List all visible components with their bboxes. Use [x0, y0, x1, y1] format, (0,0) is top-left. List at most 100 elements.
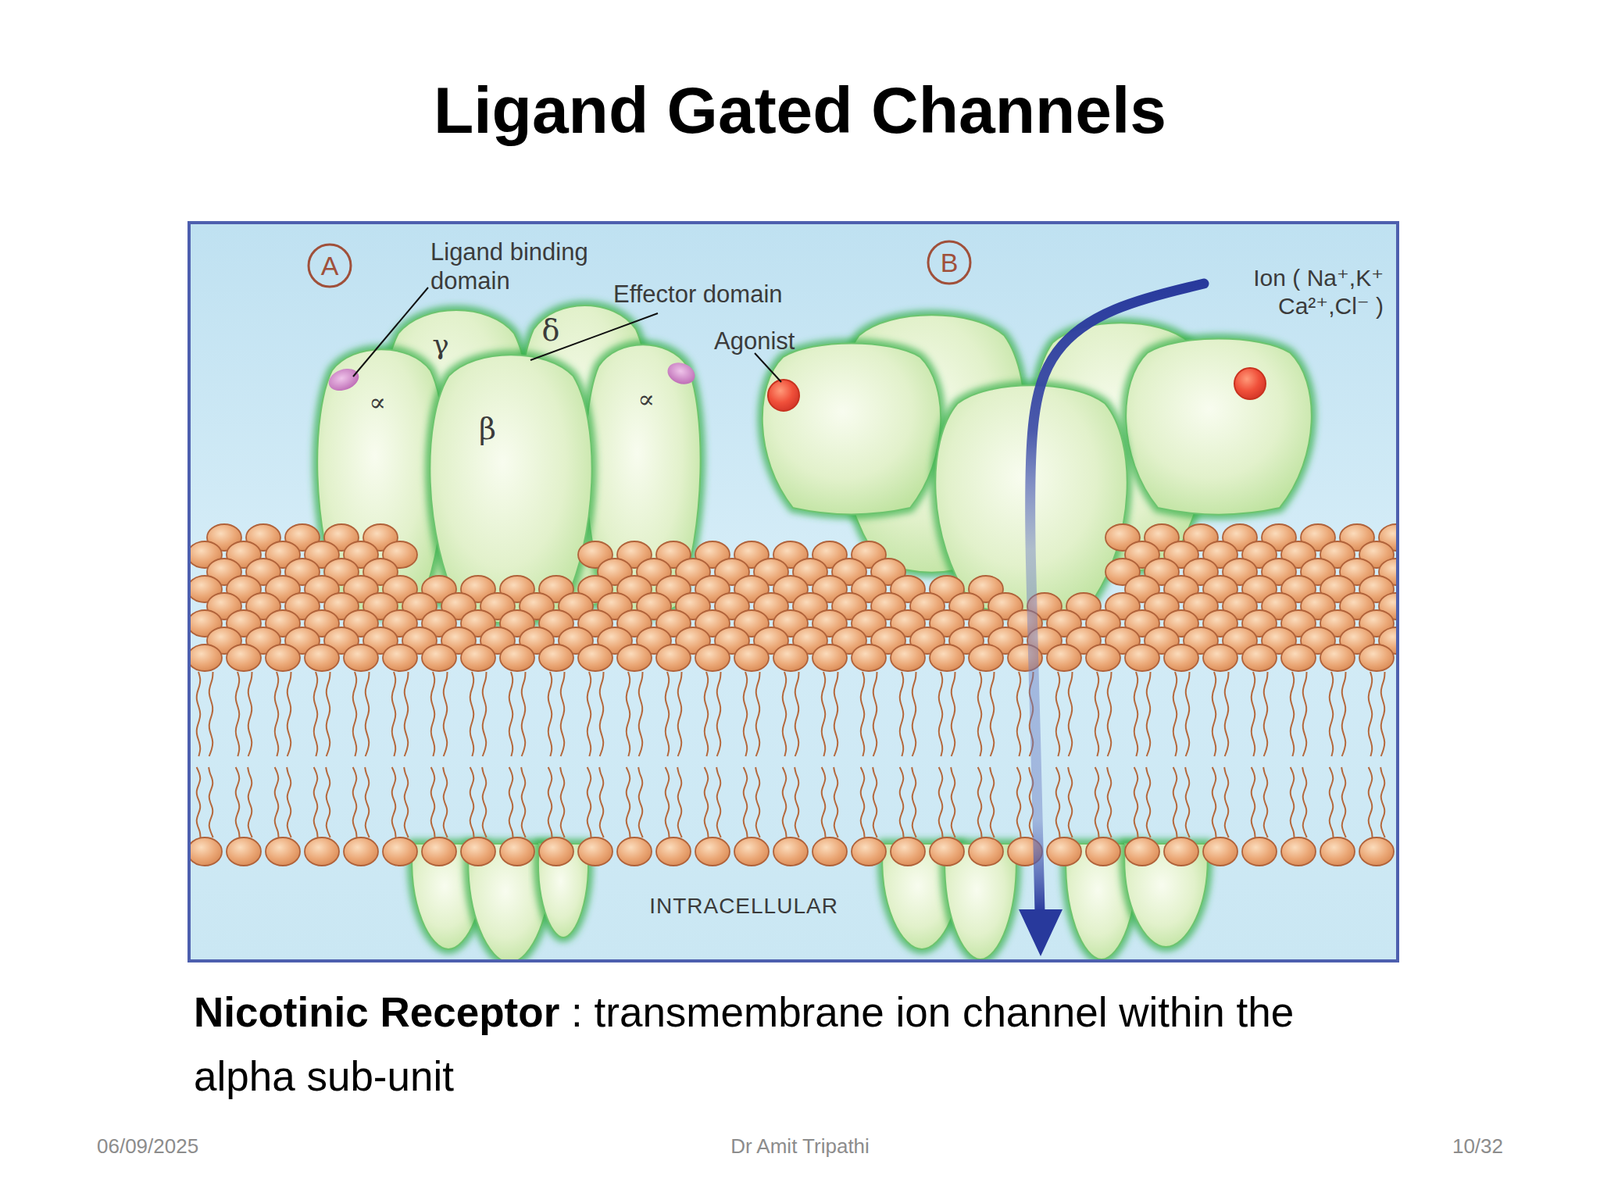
- phospholipid-head: [1164, 644, 1199, 672]
- background: [189, 222, 1398, 961]
- agonist-molecule: [1234, 367, 1266, 400]
- lipid-tail: [431, 671, 436, 757]
- phospholipid-head: [617, 837, 652, 866]
- phospholipid-head: [1242, 644, 1277, 672]
- lipid-tail: [509, 767, 514, 838]
- phospholipid-head: [1281, 837, 1316, 866]
- phospholipid-head: [1359, 644, 1394, 672]
- phospholipid-head: [382, 837, 418, 866]
- lipid-tail: [442, 767, 448, 838]
- part-label: Ligand binding domain: [430, 237, 634, 296]
- phospholipid-head: [226, 644, 261, 672]
- phospholipid-head: [500, 644, 535, 672]
- lipid-tail: [365, 671, 370, 757]
- lipid-tail: [431, 767, 436, 838]
- lipid-tail: [1068, 671, 1073, 757]
- caption-block: Nicotinic Receptor: transmembrane ion ch…: [193, 980, 1401, 1109]
- phospholipid-head: [1046, 837, 1082, 866]
- phospholipid-head: [460, 644, 496, 672]
- lipid-tail: [821, 767, 826, 838]
- lipid-tail: [1173, 671, 1178, 757]
- lipid-tail: [989, 767, 995, 838]
- lipid-tail: [286, 767, 292, 838]
- lipid-tail: [1107, 671, 1112, 757]
- lipid-tail: [1146, 767, 1151, 838]
- subunit-label: β: [478, 411, 497, 448]
- phospholipid-head: [189, 837, 222, 866]
- lipid-tail: [1251, 671, 1256, 757]
- ligand-binding-site: [664, 359, 699, 389]
- lipid-tail: [1380, 767, 1386, 838]
- lipid-tail: [1368, 671, 1373, 757]
- lipid-tail: [626, 671, 631, 757]
- receptor-subunit: [1125, 338, 1312, 515]
- lipid-tail: [1095, 671, 1100, 757]
- region-label: INTRACELLULAR: [649, 892, 839, 920]
- phospholipid-head: [1164, 837, 1199, 866]
- lipid-tail: [404, 671, 409, 757]
- lipid-tail: [678, 671, 683, 757]
- lipid-tail: [743, 671, 748, 757]
- caption-term: Nicotinic Receptor: [193, 989, 560, 1036]
- phospholipid-head: [890, 837, 925, 866]
- phospholipid-head: [500, 837, 535, 866]
- lipid-tail: [587, 767, 592, 838]
- phospholipid-head: [773, 837, 808, 866]
- lipid-tail: [1185, 671, 1190, 757]
- phospholipid-head: [812, 837, 847, 866]
- lipid-tail: [275, 671, 279, 757]
- lipid-tail: [834, 671, 839, 757]
- lipid-tail: [939, 767, 943, 838]
- ligand-binding-site: [325, 364, 362, 395]
- lipid-tail: [860, 671, 865, 757]
- lipid-tail: [1056, 671, 1061, 757]
- lipid-tail: [353, 671, 358, 757]
- phospholipid-head: [1085, 837, 1121, 866]
- lipid-tail: [1017, 767, 1022, 838]
- lipid-tail: [325, 767, 331, 838]
- lipid-tail: [275, 767, 279, 838]
- subunit-label: ∝: [637, 384, 655, 415]
- lipid-tail: [1290, 767, 1295, 838]
- footer-date: 06/09/2025: [96, 1134, 199, 1159]
- lipid-tail: [1251, 767, 1256, 838]
- lipid-tail: [1342, 671, 1347, 757]
- phospholipid-head: [421, 837, 457, 866]
- lipid-tail: [208, 767, 214, 838]
- lipid-tail: [795, 671, 800, 757]
- phospholipid-head: [1203, 837, 1238, 866]
- phospholipid-head: [1125, 837, 1160, 866]
- phospholipid-head: [1281, 644, 1316, 672]
- lipid-tail: [782, 671, 787, 757]
- part-label: Agonist: [714, 326, 886, 356]
- lipid-tails: [196, 671, 1386, 838]
- lipid-tail: [665, 671, 670, 757]
- phospholipid-head: [890, 644, 925, 672]
- lipid-tail: [782, 767, 787, 838]
- lipid-tail: [717, 671, 722, 757]
- lipid-tail: [1264, 671, 1268, 757]
- phospholipid-head: [929, 837, 965, 866]
- lipid-tail: [638, 767, 643, 838]
- lipid-tail: [911, 767, 917, 838]
- arrow-head: [1018, 909, 1063, 957]
- phospholipid-head: [460, 837, 496, 866]
- phospholipid-head: [1359, 837, 1394, 866]
- lipid-tail: [677, 767, 683, 838]
- phospholipid-head: [1046, 644, 1082, 672]
- agonist-molecule: [767, 379, 800, 411]
- lipid-tail: [1381, 671, 1386, 757]
- lipid-tail: [587, 671, 592, 757]
- ion-flow-arrow: [1030, 283, 1204, 913]
- phospholipid-head: [773, 644, 808, 672]
- lipid-tail: [1107, 767, 1112, 838]
- phospholipid-head: [968, 644, 1004, 672]
- phospholipid-head: [695, 837, 730, 866]
- lipid-tail: [209, 671, 214, 757]
- phospholipid-head: [617, 644, 652, 672]
- lipid-tail: [900, 671, 904, 757]
- footer-page: 10/32: [1452, 1134, 1504, 1159]
- phospholipid-head: [1085, 644, 1121, 672]
- lipid-tail: [900, 767, 904, 838]
- lipid-tail: [403, 767, 409, 838]
